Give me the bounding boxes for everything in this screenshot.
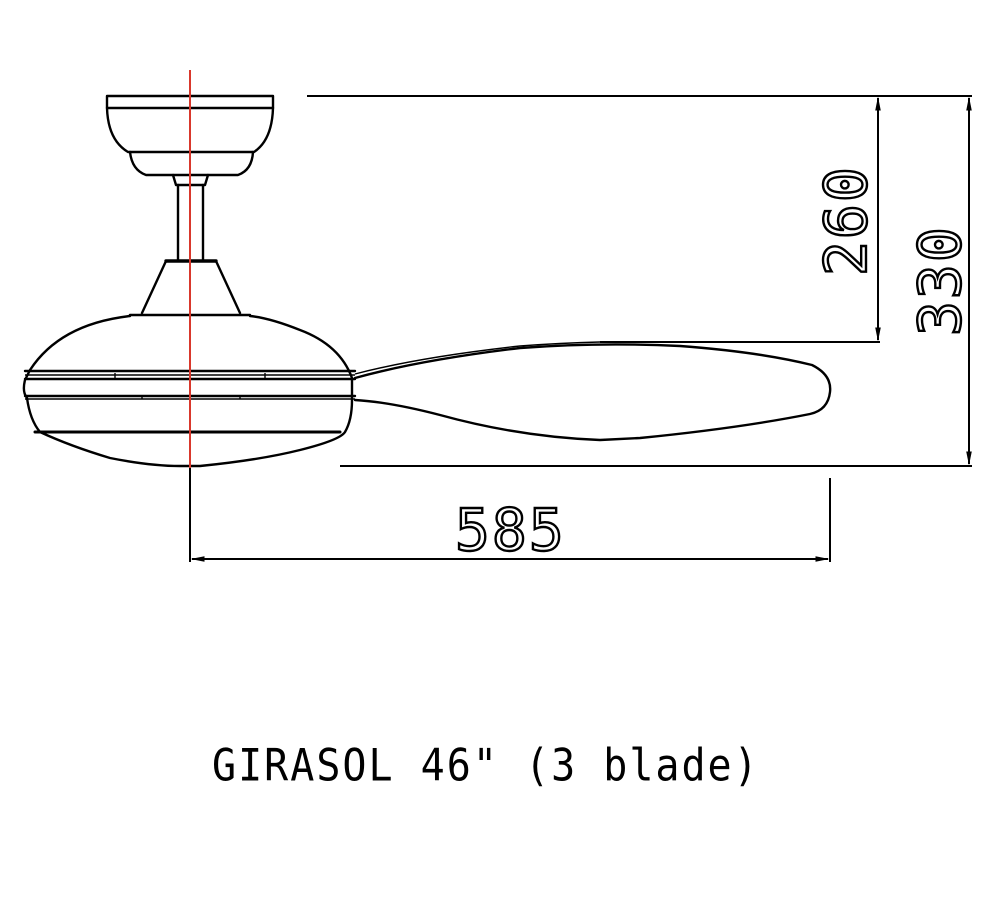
fan-blade [353,341,832,442]
dimension-585-label: 585 [455,496,566,564]
horizontal-dimension: 585 [190,478,831,565]
drawing-title: GIRASOL 46" (3 blade) [212,740,760,792]
dimension-260-label: 260 [812,165,880,276]
vertical-dimensions: 260 330 [307,95,975,467]
dimension-330-label: 330 [906,225,974,336]
